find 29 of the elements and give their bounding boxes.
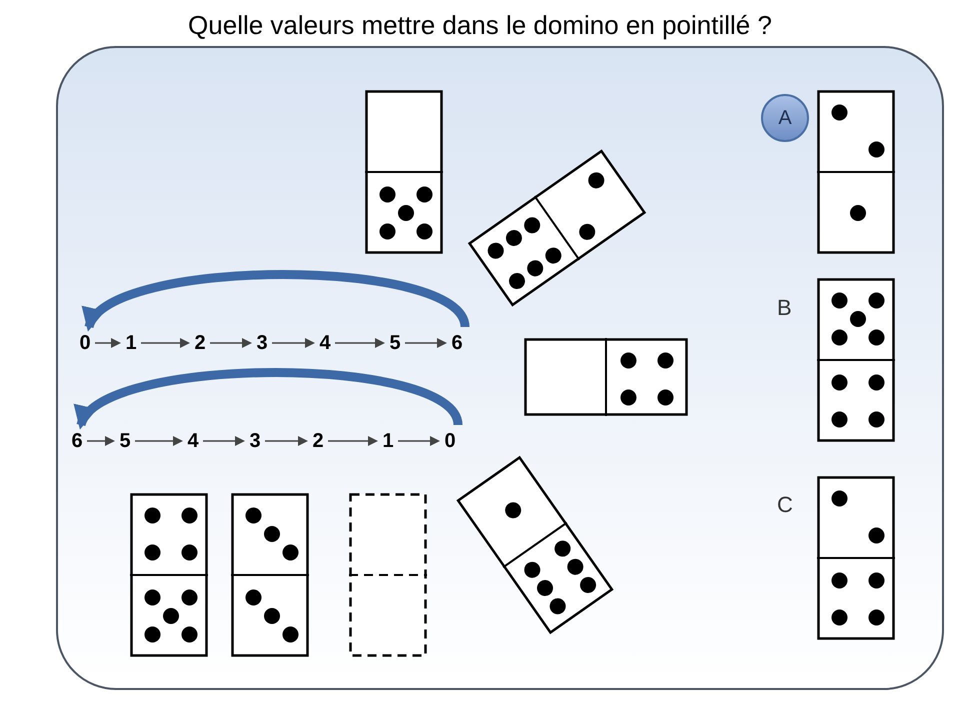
number: 5 <box>116 429 134 453</box>
number: 3 <box>253 331 271 355</box>
number: 6 <box>68 429 86 453</box>
arrow <box>405 338 447 348</box>
arrow <box>95 338 121 348</box>
number: 1 <box>122 331 140 355</box>
number: 0 <box>76 331 94 355</box>
option-letter: B <box>777 295 792 321</box>
arrow <box>398 436 440 446</box>
number: 4 <box>184 429 202 453</box>
number: 5 <box>386 331 404 355</box>
arrow <box>135 436 183 446</box>
arrow <box>328 436 378 446</box>
number: 4 <box>316 331 334 355</box>
number: 0 <box>441 429 459 453</box>
number: 1 <box>379 429 397 453</box>
number: 3 <box>246 429 264 453</box>
arrow <box>265 436 308 446</box>
arrow <box>272 338 315 348</box>
arrow <box>141 338 190 348</box>
number: 2 <box>191 331 209 355</box>
title: Quelle valeurs mettre dans le domino en pointillé ? <box>187 9 773 42</box>
arrow <box>335 338 385 348</box>
arrow <box>87 436 115 446</box>
arrow <box>203 436 245 446</box>
number: 6 <box>448 331 466 355</box>
arrow <box>210 338 252 348</box>
option-letter: C <box>777 492 793 518</box>
number: 2 <box>309 429 327 453</box>
